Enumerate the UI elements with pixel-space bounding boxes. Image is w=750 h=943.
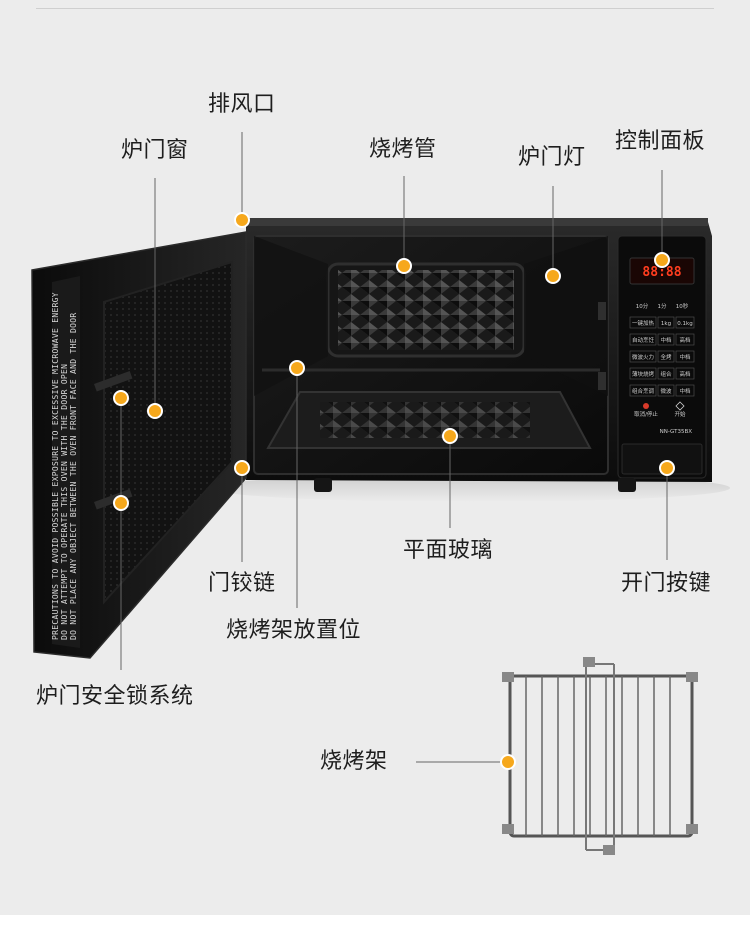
bottom-band — [0, 915, 750, 943]
latch-hole-lower — [598, 372, 606, 390]
key-r2-c2[interactable]: 中档 — [660, 336, 672, 344]
warning-line-1: PRECAUTIONS TO AVOID POSSIBLE EXPOSURE T… — [51, 292, 60, 640]
key-r5-c3[interactable]: 中档 — [679, 387, 691, 395]
cavity-left-wall — [254, 236, 328, 396]
label-control-panel: 控制面板 — [615, 129, 706, 154]
callout-dot-safety-lock-lower — [113, 495, 129, 511]
label-flat-glass: 平面玻璃 — [403, 538, 494, 563]
label-door-hinge: 门铰链 — [208, 571, 276, 596]
callout-dot-door-light — [545, 268, 561, 284]
start-diamond-icon — [675, 401, 685, 411]
label-grill-rack: 烧烤架 — [320, 749, 388, 774]
label-door-window: 炉门窗 — [121, 138, 189, 163]
callout-dot-grill-tube — [396, 258, 412, 274]
grill-rack-drawing — [502, 657, 698, 855]
callout-dot-control-panel — [654, 252, 670, 268]
door-edge-strip — [52, 276, 80, 648]
key-r3-c2[interactable]: 全烤 — [660, 353, 672, 361]
timer-key-3[interactable]: 10秒 — [676, 302, 689, 310]
callout-dot-flat-glass — [442, 428, 458, 444]
display-digits: 88:88 — [642, 265, 681, 280]
model-number: NN-GT35BX — [660, 429, 693, 435]
key-r4-c3[interactable]: 高档 — [679, 370, 691, 378]
timer-key-1[interactable]: 10分 — [636, 302, 649, 310]
key-r4-c2[interactable]: 组合 — [660, 370, 672, 378]
stop-indicator-icon — [643, 403, 649, 409]
key-r1-c1[interactable]: 一键加热 — [632, 319, 655, 327]
label-door-safety-lock: 炉门安全锁系统 — [36, 684, 194, 709]
foot-left — [314, 478, 332, 492]
floor-reflection — [320, 402, 530, 438]
callout-dot-open-button — [659, 460, 675, 476]
callout-dot-safety-lock-upper — [113, 390, 129, 406]
callout-dot-grill-rack — [500, 754, 516, 770]
key-r1-c2[interactable]: 1kg — [661, 321, 671, 327]
key-r2-c3[interactable]: 高档 — [679, 336, 691, 344]
door-latch-hook-upper — [94, 371, 133, 392]
door-warning-text: PRECAUTIONS TO AVOID POSSIBLE EXPOSURE T… — [51, 292, 78, 640]
grill-diamond-plate — [338, 270, 514, 350]
latch-hole-upper — [598, 302, 606, 320]
function-key-grid: 一键加热 1kg 0.1kg 自动烹饪 中档 高档 微波火力 全烤 中档 — [629, 316, 695, 397]
key-r1-c3[interactable]: 0.1kg — [677, 321, 692, 327]
key-r5-c1[interactable]: 组合烹调 — [632, 387, 655, 395]
start-button[interactable]: 开始 — [674, 410, 686, 418]
key-r3-c3[interactable]: 中档 — [679, 353, 691, 361]
foot-right — [618, 478, 636, 492]
callout-dot-exhaust — [234, 212, 250, 228]
warning-line-2: DO NOT ATTEMPT TO OPERATE THIS OVEN WITH… — [60, 364, 69, 640]
oven-top-edge — [246, 218, 708, 226]
label-grill-tube: 烧烤管 — [369, 137, 437, 162]
key-r5-c2[interactable]: 微波 — [660, 387, 672, 395]
door-latch-hook-lower — [93, 489, 133, 510]
callout-dot-rack-position — [289, 360, 305, 376]
key-r2-c1[interactable]: 自动烹饪 — [632, 336, 655, 344]
label-exhaust-vent: 排风口 — [208, 92, 276, 117]
label-door-light: 炉门灯 — [518, 145, 586, 170]
key-r3-c1[interactable]: 微波火力 — [632, 353, 654, 361]
warning-line-3: DO NOT PLACE ANY OBJECT BETWEEN THE OVEN… — [69, 313, 78, 640]
key-r4-c1[interactable]: 薄块烧烤 — [632, 370, 655, 378]
callout-dot-door-window — [147, 403, 163, 419]
timer-key-2[interactable]: 1分 — [658, 302, 667, 310]
callout-dot-hinge — [234, 460, 250, 476]
label-door-open-button: 开门按键 — [621, 571, 712, 596]
label-rack-position: 烧烤架放置位 — [226, 618, 362, 643]
top-divider — [36, 8, 714, 9]
stop-button[interactable]: 取消/停止 — [634, 410, 658, 418]
timer-keys: 10分 1分 10秒 — [636, 302, 689, 310]
